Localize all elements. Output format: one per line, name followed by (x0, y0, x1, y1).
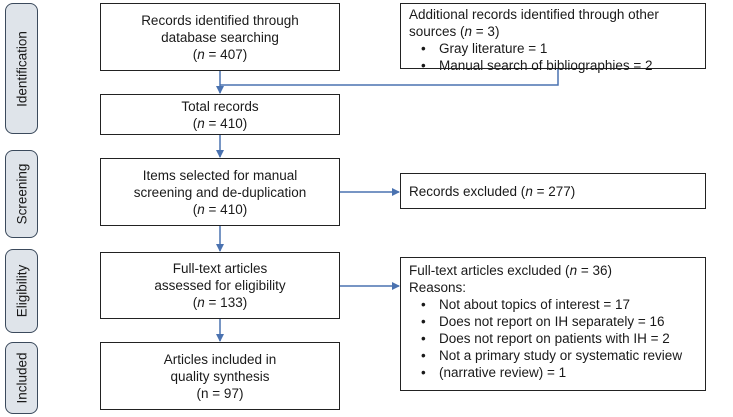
box-count: (n = 97) (196, 385, 244, 401)
phase-eligibility: Eligibility (5, 249, 38, 333)
box-text: Items selected for manual (142, 167, 298, 183)
list-item-continuation: (narrative review) = 1 (409, 364, 697, 381)
list-item: Does not report on patients with IH = 2 (409, 330, 697, 347)
box-text: Records excluded (n = 277) (409, 183, 576, 199)
box-text: Full-text articles excluded (n = 36) (409, 263, 612, 278)
box-fulltext-excluded: Full-text articles excluded (n = 36) Rea… (400, 257, 706, 391)
box-text: quality synthesis (170, 368, 270, 384)
reasons-label: Reasons: (409, 280, 467, 295)
list-item: Gray literature = 1 (409, 40, 697, 57)
phase-screening: Screening (5, 150, 38, 238)
reasons-list: Not about topics of interest = 17 Does n… (409, 296, 697, 381)
phase-identification: Identification (5, 3, 38, 134)
box-text: database searching (161, 29, 279, 45)
list-item: Not a primary study or systematic review (409, 347, 697, 364)
list-item: Does not report on IH separately = 16 (409, 313, 697, 330)
box-text: Total records (181, 98, 259, 114)
box-total-records: Total records (n = 410) (100, 94, 340, 135)
box-count: (n = 410) (192, 201, 248, 217)
box-text: sources (n = 3) (409, 24, 500, 39)
box-records-excluded: Records excluded (n = 277) (400, 173, 706, 209)
arrow-other-sources-join (220, 69, 559, 86)
box-fulltext-assessed: Full-text articles assessed for eligibil… (100, 252, 340, 319)
box-text: Articles included in (163, 351, 277, 367)
box-count: (n = 407) (192, 46, 248, 62)
box-other-sources: Additional records identified through ot… (400, 3, 706, 74)
box-text: screening and de-duplication (133, 184, 307, 200)
list-item: Not about topics of interest = 17 (409, 296, 697, 313)
box-text: Records identified through (141, 12, 299, 28)
box-text: Full-text articles (172, 261, 268, 276)
box-count: (n = 410) (192, 115, 248, 131)
box-count: (n = 133) (192, 295, 248, 310)
box-included: Articles included in quality synthesis (… (100, 342, 340, 410)
box-text: Additional records identified through ot… (409, 7, 659, 22)
box-database-records: Records identified through database sear… (100, 3, 340, 71)
phase-included: Included (5, 342, 38, 414)
box-text: assessed for eligibility (154, 278, 286, 293)
list-item: Manual search of bibliographies = 2 (409, 57, 697, 74)
box-screening: Items selected for manual screening and … (100, 158, 340, 226)
source-list: Gray literature = 1 Manual search of bib… (409, 40, 697, 74)
